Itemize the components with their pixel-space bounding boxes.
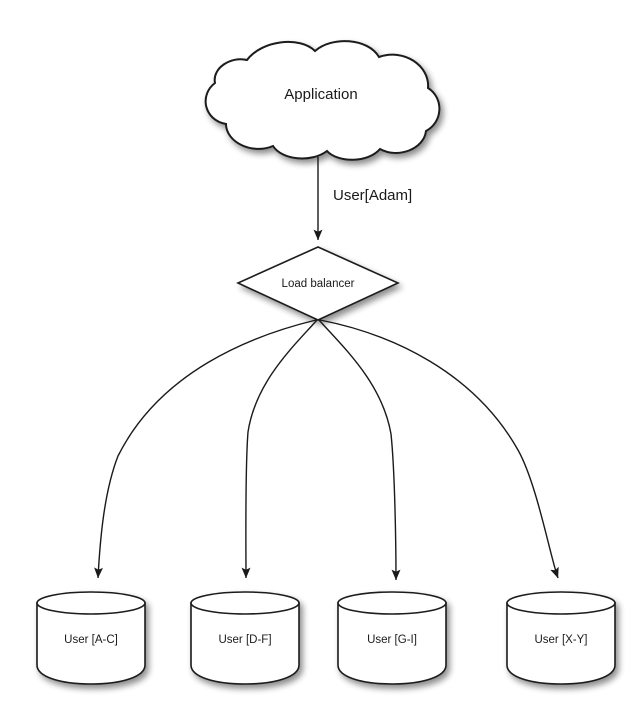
edge-arrow-db-1	[241, 319, 318, 579]
database-2-label: User [G-I]	[367, 634, 417, 646]
edge-load-balancer-to-db-2	[318, 319, 401, 581]
database-3-label: User [X-Y]	[534, 634, 587, 646]
edge-arrow-db-2	[318, 319, 401, 581]
edge-arrow-db-0	[94, 319, 317, 579]
edge-load-balancer-to-db-0	[94, 319, 317, 579]
edge-application-to-load-balancer: User[Adam]	[313, 157, 412, 241]
node-application[interactable]: Application	[204, 40, 441, 161]
node-load-balancer[interactable]: Load balancer	[236, 246, 400, 321]
database-0-label: User [A-C]	[64, 634, 118, 646]
edge-label-user-adam: User[Adam]	[333, 187, 412, 204]
edge-load-balancer-to-db-3	[319, 319, 559, 579]
load-balancer-label: Load balancer	[282, 278, 355, 290]
node-database-3[interactable]: User [X-Y]	[506, 591, 616, 685]
node-database-0[interactable]: User [A-C]	[36, 591, 146, 685]
node-database-1[interactable]: User [D-F]	[190, 591, 300, 685]
database-1-label: User [D-F]	[218, 634, 271, 646]
node-database-2[interactable]: User [G-I]	[337, 591, 447, 685]
application-label: Application	[284, 86, 357, 103]
edge-load-balancer-to-db-1	[241, 319, 318, 579]
edge-arrow-db-3	[319, 319, 559, 579]
